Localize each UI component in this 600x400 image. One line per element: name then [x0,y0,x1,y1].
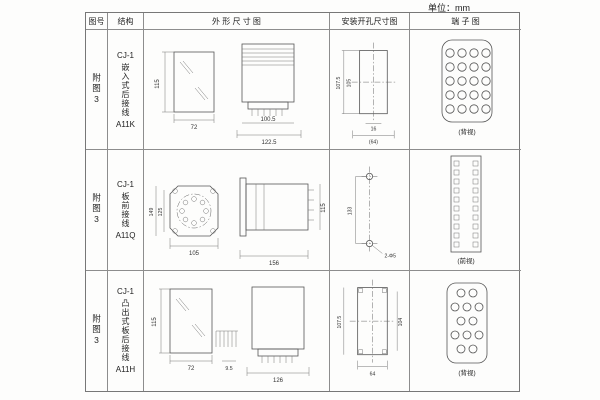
pin-comb: 9.5 [215,330,238,372]
dim-h2: (64) [369,139,378,145]
dim-width: 72 [188,366,195,372]
dim-v2: 104 [398,318,404,327]
row3-terminal-cell: (背视) [410,271,521,391]
header-mounting: 安装开孔尺寸图 [330,13,410,30]
row1-terminal-cell: (背视) [410,30,521,151]
model-label: CJ-1 [117,287,134,297]
view-label: (背视) [458,368,475,377]
side-view [241,43,295,116]
front-dims: 149 125 105 [149,186,219,257]
terminal-drawing-a11h: (背视) [446,282,487,377]
figure-label: 附图3 [91,193,102,227]
terminal-pins [450,288,483,354]
mounting-drawing-a11q: 133 2-Φ5 [348,166,396,259]
header-outline: 外 形 尺 寸 图 [144,13,330,30]
structure-desc: 凸出式板后接线 [121,299,130,363]
side-dims: 126 [246,366,310,384]
dim-span: 133 [348,207,354,216]
structure-desc: 嵌入式后接线 [121,62,130,117]
row3-outline-cell: 115 72 9.5 [144,270,330,391]
model-label: CJ-1 [117,50,134,60]
row1-structure-cell: CJ-1 嵌入式后接线 A11K [108,30,144,151]
row3-structure-cell: CJ-1 凸出式板后接线 A11H [108,270,144,391]
dim-v2: 105 [347,78,353,87]
terminal-drawing-a11q: (前视) [450,155,481,265]
row2-outline-cell: 149 125 105 [144,150,330,271]
dim-h1: 16 [371,126,377,132]
front-view [173,51,215,113]
header-figure: 图号 [86,13,108,30]
view-label: (背视) [458,127,475,136]
type-code: A11H [115,365,136,375]
outline-drawing-a11h: 115 72 9.5 [152,286,310,384]
hole-callout: 2-Φ5 [384,253,396,259]
mounting-drawing-a11h: 107.5 104 64 [337,279,404,377]
side-view [251,286,305,363]
row2-mounting-cell: 133 2-Φ5 [330,150,410,271]
front-terminals [179,196,209,226]
row3-figure-cell: 附图3 [86,270,108,391]
side-dims: 156 115 [239,184,327,267]
side-dims: 100.5 122.5 [236,117,302,146]
dim-height: 115 [152,316,158,326]
spec-table: 图号 结构 外 形 尺 寸 图 安装开孔尺寸图 端 子 图 附图3 CJ-1 嵌… [85,12,521,392]
dim-depth2: 122.5 [261,140,277,146]
side-view [239,177,314,237]
row2-terminal-cell: (前视) [410,150,521,271]
dim-depth1: 100.5 [260,117,276,123]
dim-pin-pitch: 9.5 [225,366,232,372]
dim-v1: 107.5 [337,315,343,328]
dim-height: 115 [321,203,327,213]
unit-label: 单位：mm [428,3,470,13]
row1-outline-cell: 115 72 [144,30,330,151]
header-structure: 结构 [108,13,144,30]
structure-desc: 板前接线 [121,191,130,228]
mounting-drawing-a11k: 107.5 105 16 (64) [336,42,396,145]
dim-width: 105 [189,251,200,257]
dim-v2: 125 [158,208,164,217]
view-label: (前视) [457,256,474,265]
dim-width: 72 [191,125,198,131]
front-dims: 115 72 [155,51,215,131]
outline-drawing-a11k: 115 72 [155,43,302,146]
dim-v1: 107.5 [336,76,342,89]
front-view [169,185,219,237]
terminal-pins [453,160,478,248]
model-label: CJ-1 [117,179,134,189]
dim-w: 64 [370,371,376,377]
header-terminal: 端 子 图 [410,13,521,30]
figure-label: 附图3 [91,314,102,348]
row2-figure-cell: 附图3 [86,150,108,271]
row1-figure-cell: 附图3 [86,30,108,151]
terminal-drawing-a11k: (背视) [441,39,492,136]
row2-structure-cell: CJ-1 板前接线 A11Q [108,150,144,271]
type-code: A11K [116,119,135,129]
outline-drawing-a11q: 149 125 105 [149,177,327,267]
type-code: A11Q [115,230,136,240]
dim-v1: 149 [149,208,155,217]
dim-height: 115 [155,78,161,88]
terminal-pins [444,48,491,114]
row3-mounting-cell: 107.5 104 64 [330,270,410,391]
figure-label: 附图3 [91,73,102,107]
front-view [169,288,213,354]
row1-mounting-cell: 107.5 105 16 (64) [330,30,410,151]
front-dims: 115 72 [152,288,213,372]
dim-depth: 156 [269,261,280,267]
dim-depth: 126 [273,378,284,384]
